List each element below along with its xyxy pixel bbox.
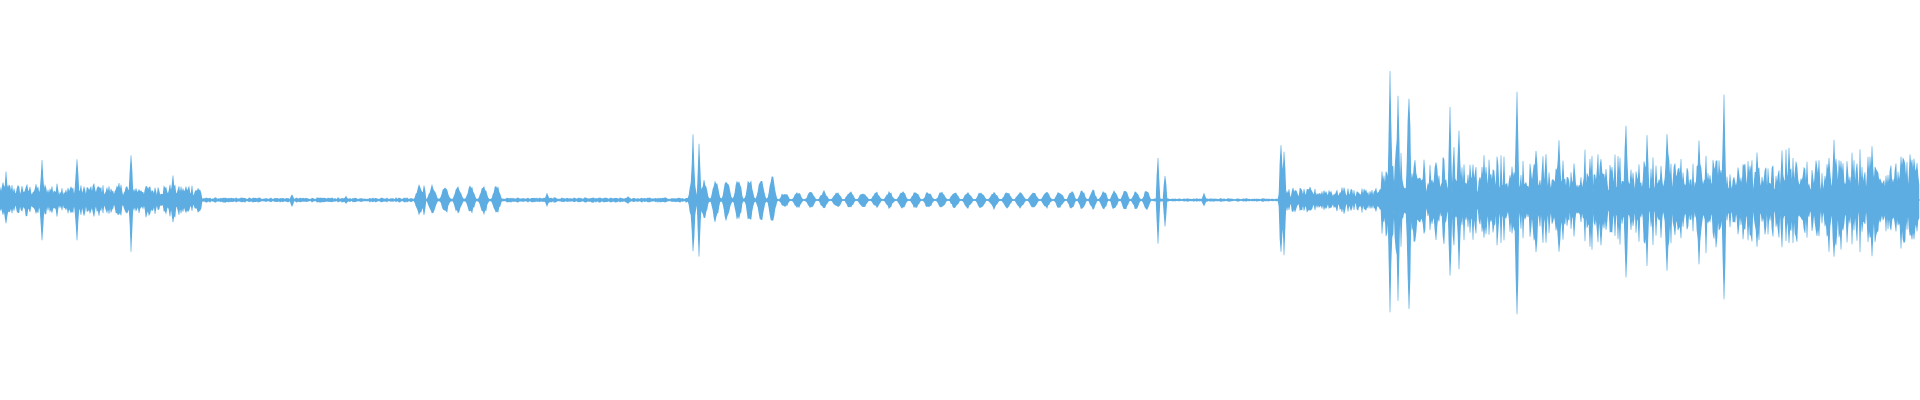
waveform-path xyxy=(0,70,1920,315)
